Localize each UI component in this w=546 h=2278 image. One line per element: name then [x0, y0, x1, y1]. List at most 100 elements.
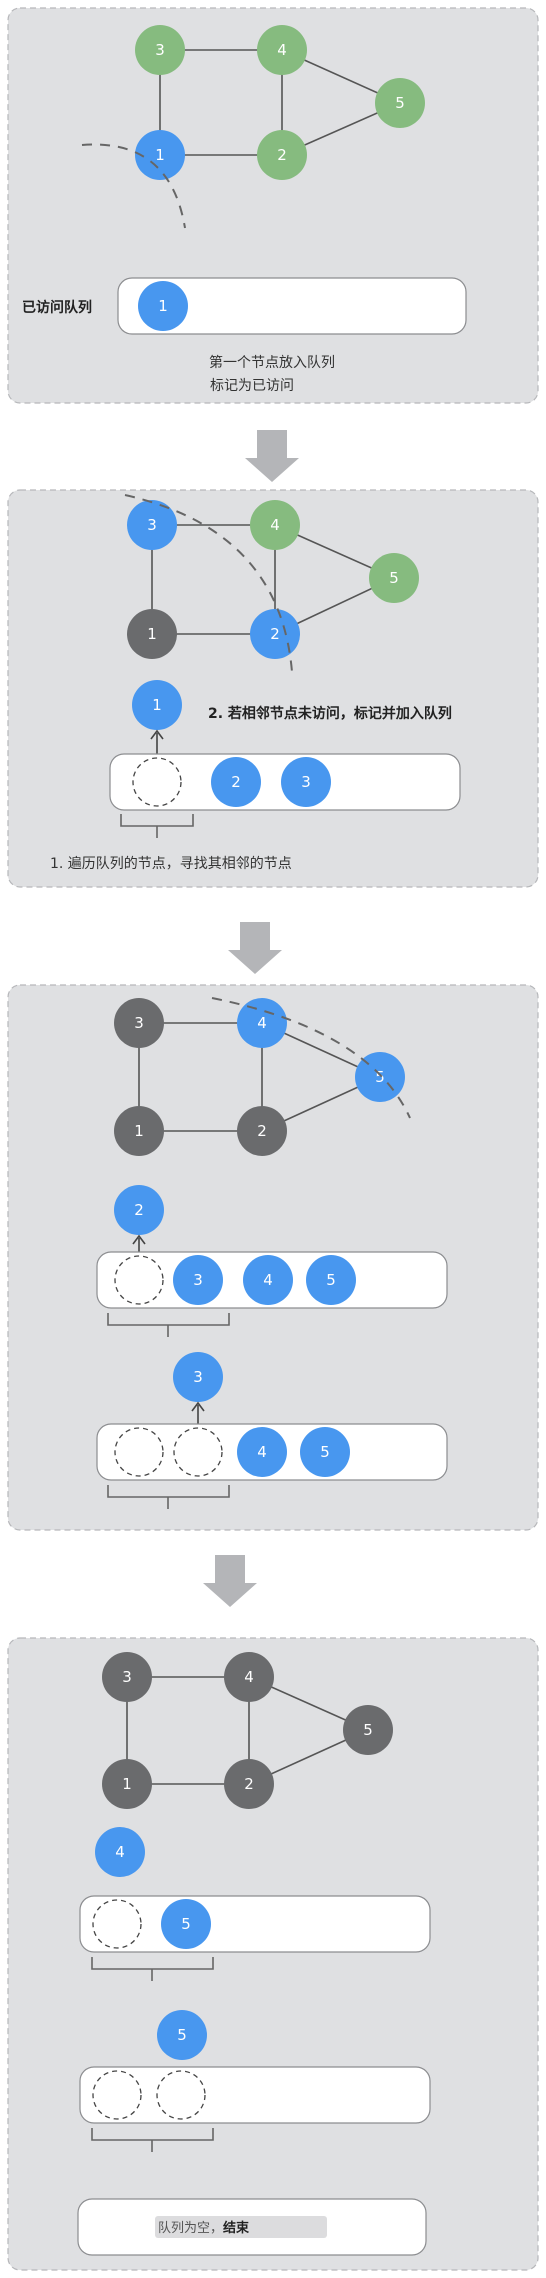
svg-text:5: 5: [389, 569, 399, 587]
empty-slot: [92, 1899, 142, 1949]
step-1-label: 1. 遍历队列的节点，寻找其相邻的节点: [50, 856, 292, 872]
node-2: 2: [257, 130, 307, 180]
frontier-line: [211, 997, 411, 1119]
svg-text:2: 2: [244, 1775, 254, 1793]
dequeued-node-5: 5: [157, 2010, 207, 2060]
svg-text:4: 4: [244, 1668, 254, 1686]
svg-text:4: 4: [257, 1014, 267, 1032]
svg-text:1: 1: [155, 146, 165, 164]
svg-text:3: 3: [147, 516, 157, 534]
empty-slot: [114, 1255, 164, 1305]
svg-text:2: 2: [277, 146, 287, 164]
down-arrow-icon: [203, 1555, 257, 1607]
svg-text:2: 2: [231, 773, 241, 791]
node-1: 1: [114, 1106, 164, 1156]
end-label-background: [155, 2216, 327, 2238]
empty-slot: [114, 1427, 164, 1477]
svg-text:1: 1: [158, 297, 168, 315]
queue-box: [117, 277, 467, 335]
dequeued-node-4: 4: [95, 1827, 145, 1877]
svg-text:4: 4: [115, 1843, 125, 1861]
svg-text:5: 5: [320, 1443, 330, 1461]
end-label-bold: 结束: [223, 2220, 250, 2236]
step-2-label: 2. 若相邻节点未访问，标记并加入队列: [208, 705, 452, 722]
node-4: 4: [237, 998, 287, 1048]
node-3: 3: [102, 1652, 152, 1702]
node-3: 3: [127, 500, 177, 550]
svg-text:5: 5: [395, 94, 405, 112]
end-label-prefix: 队列为空，: [158, 2221, 223, 2236]
svg-text:3: 3: [134, 1014, 144, 1032]
svg-text:2: 2: [257, 1122, 267, 1140]
node-1: 1: [127, 609, 177, 659]
arrow-head-icon: [132, 1234, 146, 1245]
queue-item-3: 3: [173, 1255, 223, 1305]
node-2: 2: [237, 1106, 287, 1156]
empty-slot: [156, 2070, 206, 2120]
node-3: 3: [114, 998, 164, 1048]
queue-item-3: 3: [281, 757, 331, 807]
panel-3: 3 4 5 1 2 2 3 4 5 3 4 5: [7, 984, 539, 1531]
svg-text:5: 5: [177, 2026, 187, 2044]
visited-queue-label: 已访问队列: [22, 299, 92, 316]
queue-item-5: 5: [300, 1427, 350, 1477]
svg-text:4: 4: [270, 516, 280, 534]
frontier-line: [81, 143, 186, 229]
empty-slot: [132, 757, 182, 807]
svg-text:2: 2: [270, 625, 280, 643]
dequeued-node-1: 1: [132, 680, 182, 730]
end-label: 队列为空，结束: [158, 2220, 250, 2236]
svg-text:5: 5: [363, 1721, 373, 1739]
arrow-head-icon: [191, 1401, 205, 1412]
dequeued-node-2: 2: [114, 1185, 164, 1235]
svg-text:3: 3: [122, 1668, 132, 1686]
panel-2: 3 4 5 1 2 1 2. 若相邻节点未访问，标记并加入队列 2 3 1. 遍…: [7, 489, 539, 888]
queue-item-5: 5: [161, 1899, 211, 1949]
node-2: 2: [224, 1759, 274, 1809]
empty-slot: [92, 2070, 142, 2120]
svg-text:5: 5: [181, 1915, 191, 1933]
down-arrow-icon: [228, 922, 282, 974]
panel-1: 3 4 5 1 2 已访问队列 1 第一个节点放入队列 标记为已访问: [7, 7, 539, 404]
svg-text:5: 5: [326, 1271, 336, 1289]
frontier-line: [124, 494, 293, 673]
node-3: 3: [135, 25, 185, 75]
down-arrow-icon: [245, 430, 299, 482]
node-2: 2: [250, 609, 300, 659]
queue-item-4: 4: [237, 1427, 287, 1477]
svg-text:3: 3: [193, 1271, 203, 1289]
svg-text:3: 3: [193, 1368, 203, 1386]
queue-box: [79, 1895, 431, 1953]
svg-text:4: 4: [277, 41, 287, 59]
caption-line-2: 标记为已访问: [210, 378, 294, 394]
node-4: 4: [250, 500, 300, 550]
panel-4: 3 4 5 1 2 4 5 5 队列为空，结束: [7, 1637, 539, 2271]
queue-item-1: 1: [138, 281, 188, 331]
queue-item-4: 4: [243, 1255, 293, 1305]
dequeued-node-3: 3: [173, 1352, 223, 1402]
svg-text:3: 3: [155, 41, 165, 59]
node-5: 5: [343, 1705, 393, 1755]
svg-text:1: 1: [134, 1122, 144, 1140]
node-1: 1: [135, 130, 185, 180]
node-1: 1: [102, 1759, 152, 1809]
svg-text:4: 4: [257, 1443, 267, 1461]
node-5: 5: [375, 78, 425, 128]
empty-slot: [173, 1427, 223, 1477]
panel-4-background: [7, 1637, 539, 2271]
svg-text:1: 1: [147, 625, 157, 643]
node-4: 4: [224, 1652, 274, 1702]
svg-text:2: 2: [134, 1201, 144, 1219]
caption-line-1: 第一个节点放入队列: [209, 354, 335, 371]
svg-text:4: 4: [263, 1271, 273, 1289]
queue-item-5: 5: [306, 1255, 356, 1305]
node-5: 5: [369, 553, 419, 603]
svg-text:5: 5: [375, 1068, 385, 1086]
node-4: 4: [257, 25, 307, 75]
queue-box: [79, 2066, 431, 2124]
svg-text:1: 1: [152, 696, 162, 714]
svg-text:1: 1: [122, 1775, 132, 1793]
svg-text:3: 3: [301, 773, 311, 791]
queue-item-2: 2: [211, 757, 261, 807]
